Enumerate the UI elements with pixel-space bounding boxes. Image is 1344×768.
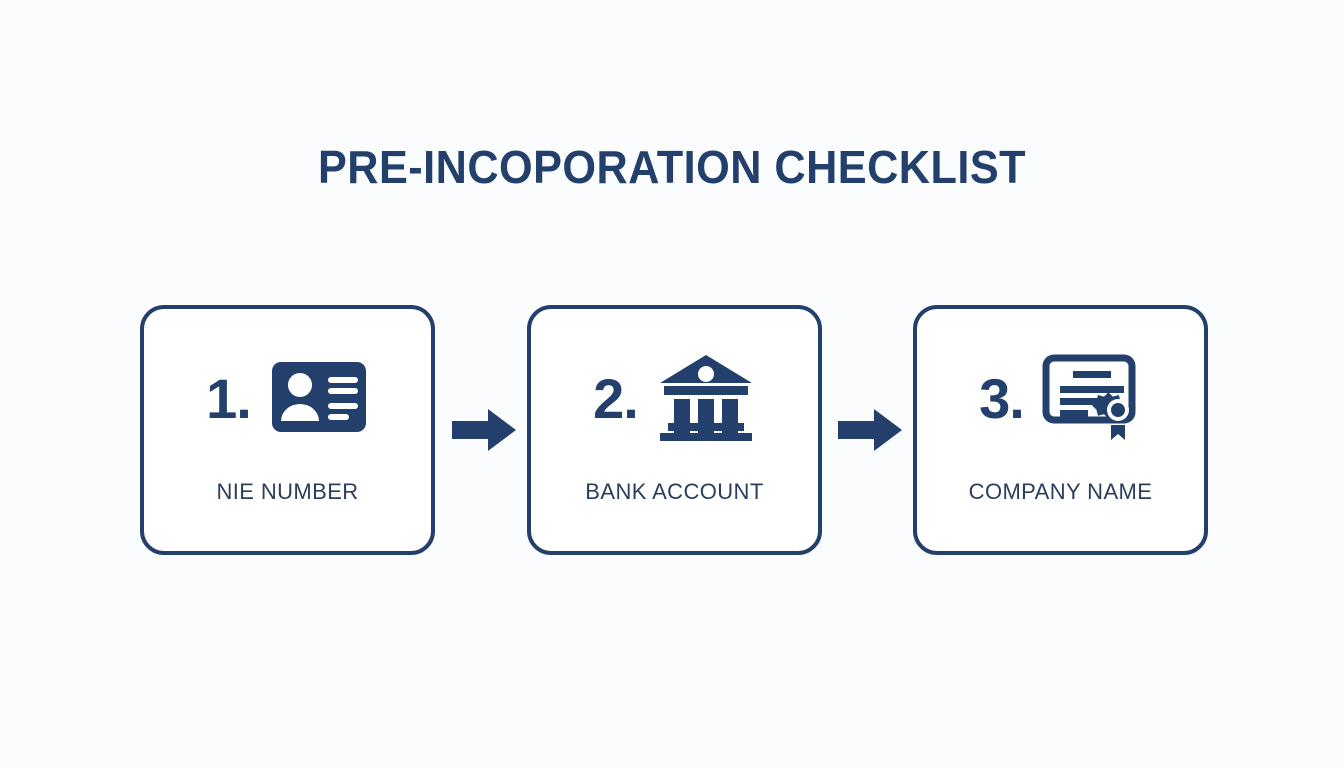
- step-card-company-name[interactable]: 3. COMPANY NAME: [913, 305, 1208, 555]
- step-card-nie-number[interactable]: 1. NIE NUMBER: [140, 305, 435, 555]
- step-card-bank-account[interactable]: 2. BANK ACCOUNT: [527, 305, 822, 555]
- step-card-header: 3.: [917, 347, 1204, 447]
- step-number: 2.: [593, 367, 639, 430]
- certificate-icon: [1042, 351, 1142, 443]
- step-label: NIE NUMBER: [216, 479, 359, 504]
- step-number: 1.: [206, 367, 252, 430]
- arrow-right-icon: [452, 408, 516, 452]
- arrow-right-icon: [838, 408, 902, 452]
- id-card-icon: [269, 351, 369, 443]
- page-title: PRE-INCOPORATION CHECKLIST: [317, 141, 1027, 193]
- bank-building-icon: [656, 351, 756, 443]
- step-label: COMPANY NAME: [968, 479, 1153, 504]
- step-number: 3.: [979, 367, 1025, 430]
- step-card-header: 1.: [144, 347, 431, 447]
- step-card-header: 2.: [531, 347, 818, 447]
- step-label: BANK ACCOUNT: [585, 479, 764, 504]
- steps-flow-row: 1. NIE NUMBER: [140, 305, 1208, 557]
